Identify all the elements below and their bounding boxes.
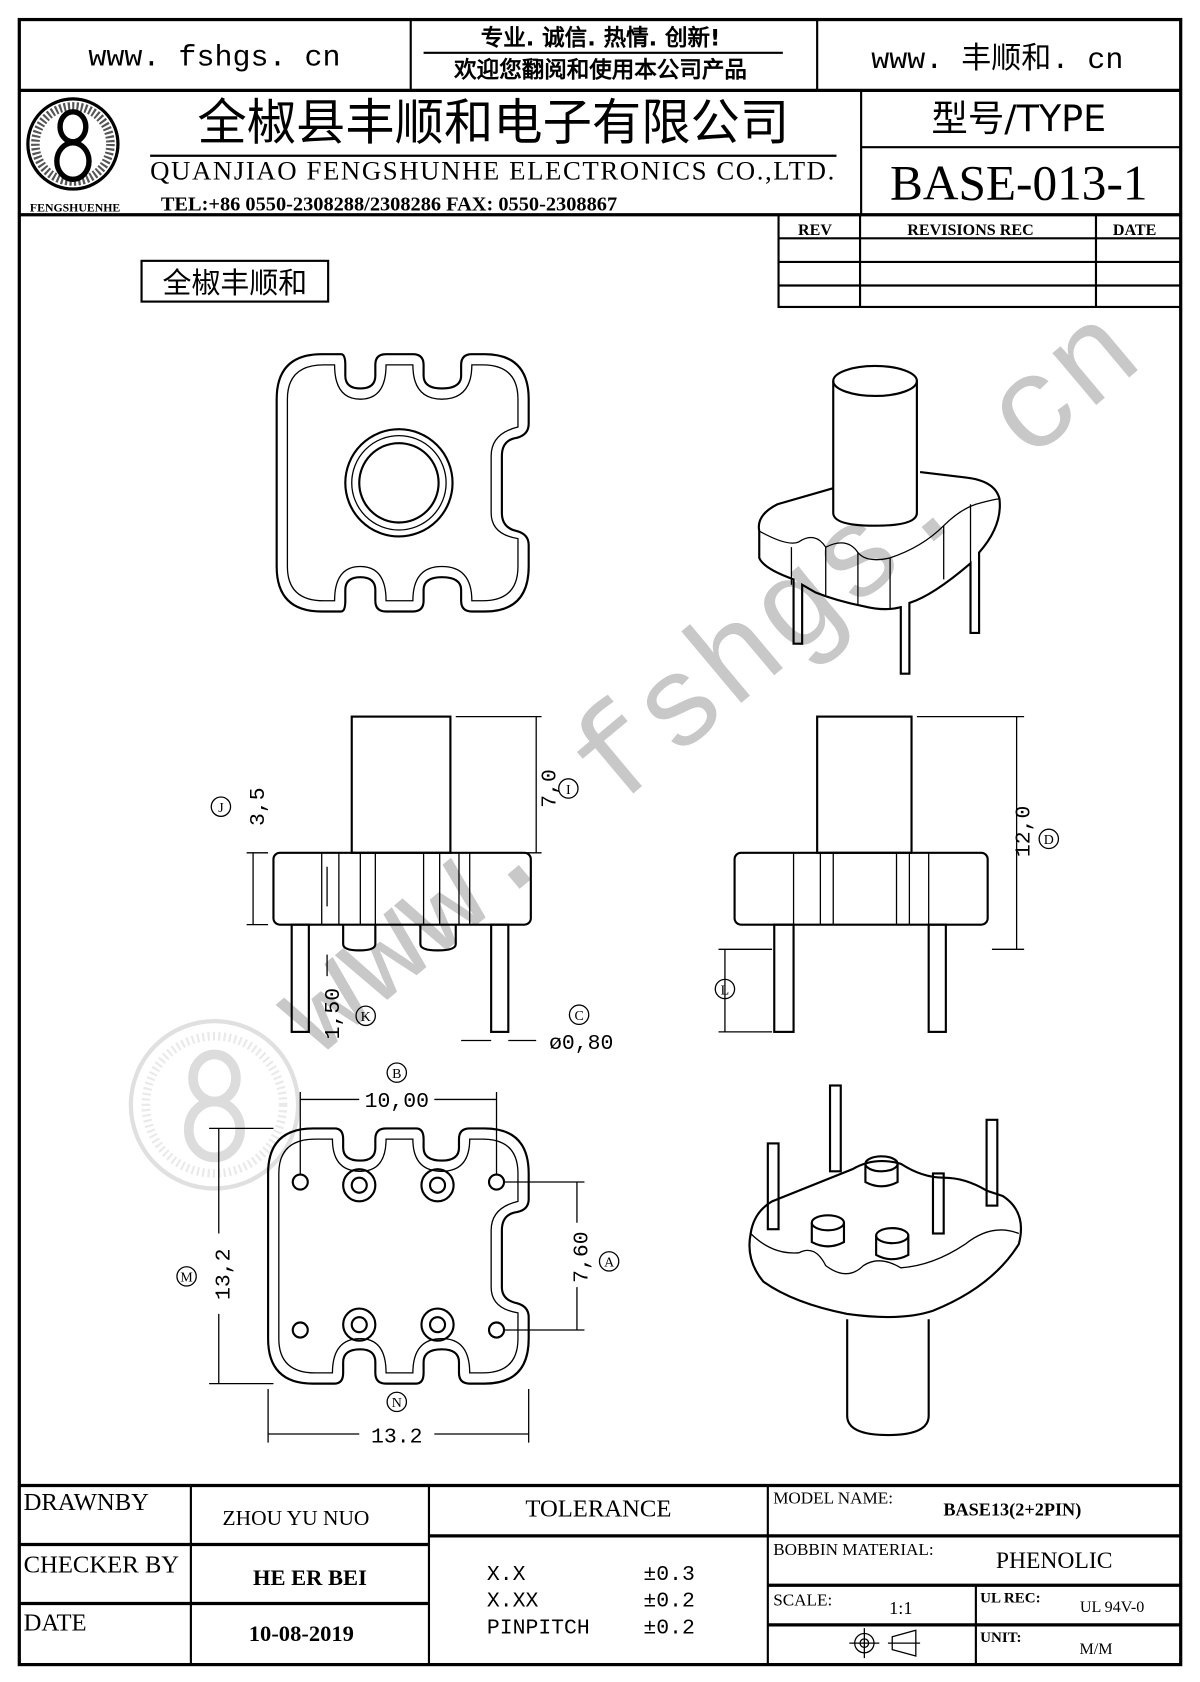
drawn-by-label: DRAWNBY xyxy=(24,1489,150,1516)
dim-C-value: ø0,80 xyxy=(549,1032,613,1056)
dim-N-value: 13.2 xyxy=(371,1426,422,1450)
dim-J-label: J xyxy=(218,801,224,816)
dim-A-value: 7,60 xyxy=(571,1231,595,1282)
ul-rec-value: UL 94V-0 xyxy=(1080,1599,1144,1616)
dimensions: 7,0 I 3,5 J 12,0 D 1,50 K C ø0,80 L B 10… xyxy=(176,715,1060,1450)
company-logo-icon xyxy=(26,97,120,191)
front-view xyxy=(272,715,532,1033)
company-name-cn: 全椒县丰顺和电子有限公司 xyxy=(197,94,789,152)
dim-D-label: D xyxy=(1044,833,1054,848)
tolerance-label: TOLERANCE xyxy=(525,1496,671,1523)
dim-K-label: K xyxy=(361,1010,371,1025)
revisions-rec-header: REVISIONS REC xyxy=(907,222,1033,239)
ul-rec-label: UL REC: xyxy=(980,1590,1040,1606)
dim-J-value: 3,5 xyxy=(247,787,271,826)
watermark xyxy=(128,274,1164,1191)
logo-text: FENGSHUENHE xyxy=(30,201,120,215)
scale-label: SCALE: xyxy=(773,1591,832,1610)
dim-M-label: M xyxy=(180,1271,192,1286)
dim-B-label: B xyxy=(392,1067,401,1082)
tolerance-key: X.X xyxy=(487,1563,526,1587)
type-value: BASE-013-1 xyxy=(890,156,1148,211)
dim-A-label: A xyxy=(604,1256,614,1271)
material-value: PHENOLIC xyxy=(996,1548,1113,1574)
material-label: BOBBIN MATERIAL: xyxy=(773,1540,933,1559)
projection-symbol-icon xyxy=(849,1628,921,1659)
stamp-box xyxy=(140,259,330,303)
checker-label: CHECKER BY xyxy=(24,1551,180,1578)
date-label: DATE xyxy=(24,1609,87,1636)
date-header: DATE xyxy=(1113,222,1156,239)
website-right: www. 丰顺和. cn xyxy=(871,42,1123,78)
rev-header: REV xyxy=(798,222,832,239)
tolerance-value: ±0.3 xyxy=(643,1563,694,1587)
type-label: 型号/TYPE xyxy=(931,97,1106,140)
bottom-view xyxy=(267,1127,530,1385)
company-name-en: QUANJIAO FENGSHUNHE ELECTRONICS CO.,LTD. xyxy=(150,155,834,185)
unit-value: M/M xyxy=(1079,1641,1112,1658)
dim-I-label: I xyxy=(566,783,571,798)
title-block xyxy=(19,1483,1181,1665)
slogan: 专业. 诚信. 热情. 创新! xyxy=(481,24,721,51)
model-name-label: MODEL NAME: xyxy=(773,1489,893,1508)
revision-table: REV REVISIONS REC DATE xyxy=(777,213,1182,309)
dim-M-value: 13,2 xyxy=(212,1249,236,1300)
top-view xyxy=(275,353,530,613)
drawn-by-value: ZHOU YU NUO xyxy=(223,1506,370,1530)
side-view xyxy=(733,715,989,1033)
tolerance-value: ±0.2 xyxy=(643,1616,694,1640)
date-value: 10-08-2019 xyxy=(249,1621,354,1646)
dim-N-label: N xyxy=(392,1396,402,1411)
tolerance-key: X.XX xyxy=(487,1590,539,1614)
website-left: www. fshgs. cn xyxy=(88,42,340,76)
watermark-logo-icon xyxy=(128,1019,301,1191)
dim-L-label: L xyxy=(721,983,730,998)
dim-K-value: 1,50 xyxy=(322,988,346,1039)
tolerance-value: ±0.2 xyxy=(643,1590,694,1614)
model-name-value: BASE13(2+2PIN) xyxy=(943,1500,1081,1521)
isometric-view-bottom xyxy=(748,1084,1023,1437)
tolerance-key: PINPITCH xyxy=(487,1616,590,1640)
welcome-text: 欢迎您翻阅和使用本公司产品 xyxy=(453,56,747,83)
contact-info: TEL:+86 0550-2308288/2308286 FAX: 0550-2… xyxy=(161,193,617,215)
dim-D-value: 12,0 xyxy=(1012,806,1036,857)
checker-value: HE ER BEI xyxy=(253,1565,367,1590)
dim-B-value: 10,00 xyxy=(365,1090,429,1114)
dim-C-label: C xyxy=(574,1009,583,1024)
unit-label: UNIT: xyxy=(980,1630,1021,1646)
scale-value: 1:1 xyxy=(889,1598,912,1618)
watermark-picture xyxy=(238,274,1164,1087)
isometric-view-top xyxy=(757,364,1001,675)
sheet-border xyxy=(17,17,1183,1667)
stamp-text: 全椒丰顺和 xyxy=(163,266,308,300)
